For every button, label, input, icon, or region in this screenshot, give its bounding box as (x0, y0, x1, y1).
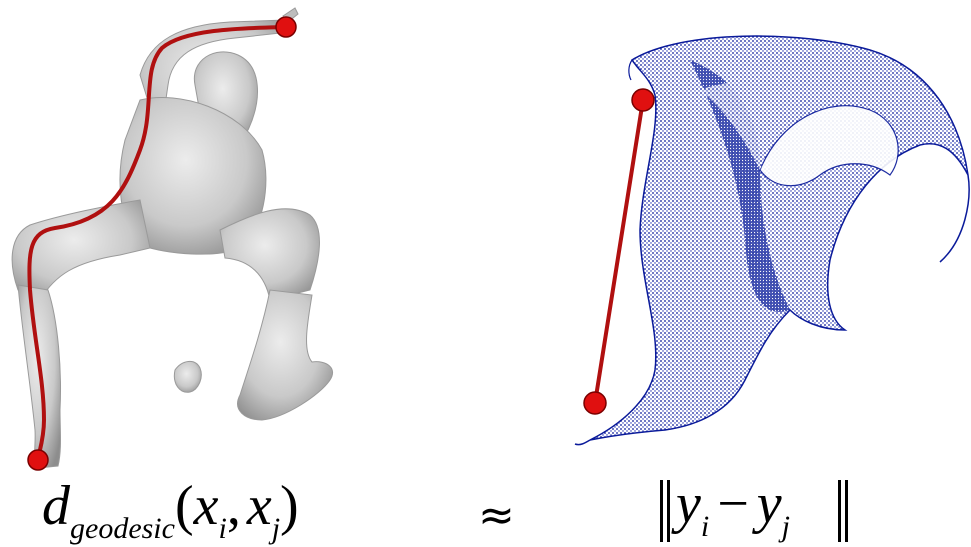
distance-symbol: d (42, 475, 70, 537)
x-i-symbol: x (193, 475, 219, 537)
comma: , (226, 475, 241, 537)
norm-bar-right-2 (845, 480, 848, 542)
embedding-endpoint-top (631, 88, 655, 112)
geodesic-distance-formula: dgeodesic(xi,xj) (42, 475, 299, 544)
x-j-subscript: j (271, 512, 281, 545)
y-i-symbol: y (676, 473, 701, 535)
x-j-symbol: x (246, 475, 272, 537)
human-mesh (11, 7, 334, 469)
norm-bar-right-1 (838, 480, 841, 542)
geodesic-subscript: geodesic (70, 512, 175, 545)
mesh-endpoint-bottom (27, 449, 49, 471)
approx-symbol: ≈ (478, 490, 515, 541)
geodesic-path (27, 25, 288, 462)
x-i-subscript: i (218, 512, 227, 545)
embedding-point-cloud (574, 35, 970, 446)
y-j-subscript: j (781, 510, 790, 543)
open-paren: ( (174, 475, 194, 537)
mesh-endpoint-top (275, 16, 297, 38)
y-i-subscript: i (700, 510, 710, 543)
euclidean-line (593, 98, 645, 405)
close-paren: ) (280, 475, 299, 537)
y-j-symbol: y (756, 473, 782, 535)
euclidean-distance-formula: yi−yj (676, 473, 790, 542)
embedding-endpoint-bottom (583, 391, 607, 415)
minus-sign: − (717, 473, 749, 535)
norm-bar-left-2 (667, 480, 670, 542)
norm-bar-left-1 (660, 480, 663, 542)
